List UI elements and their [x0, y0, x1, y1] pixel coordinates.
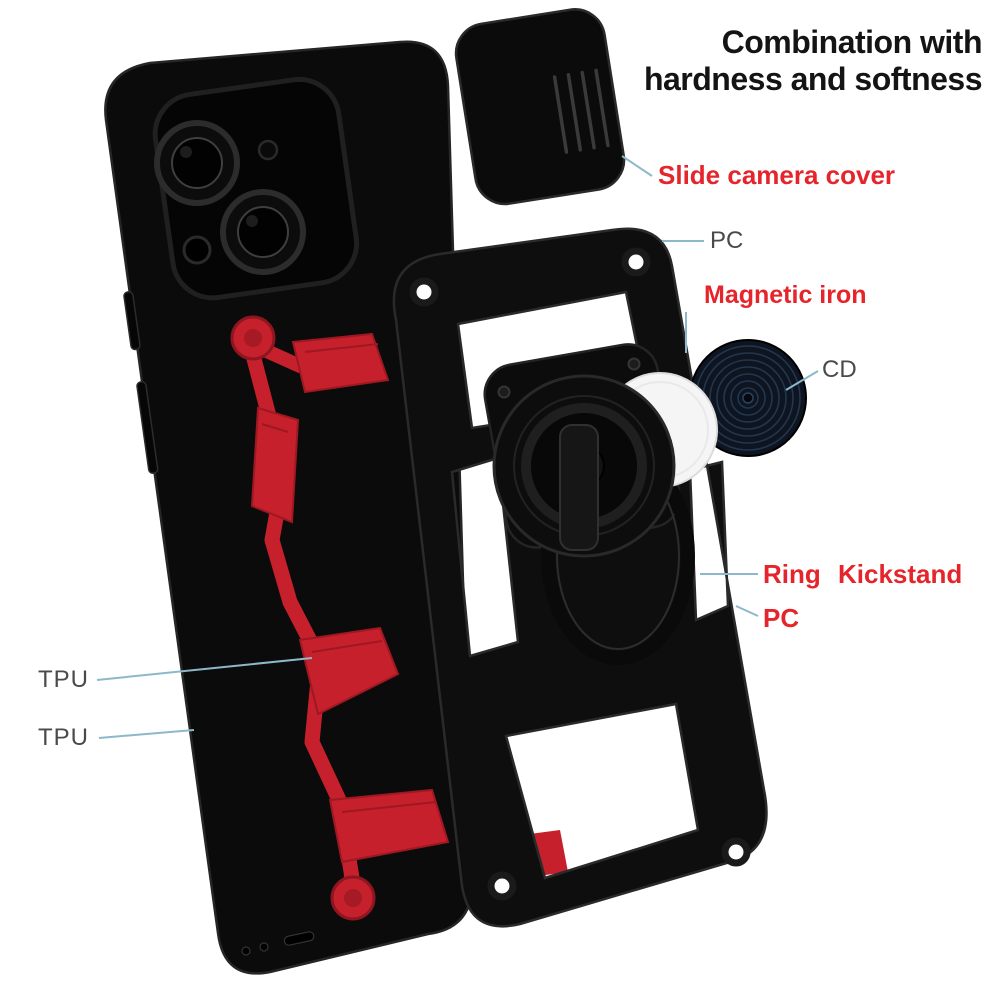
- camera-flash-dot: [257, 139, 279, 161]
- page-title: Combination with hardness and softness: [540, 24, 983, 98]
- cover-grip-grooves: [552, 68, 610, 154]
- leader-cd: [785, 370, 819, 391]
- title-line-1: Combination with: [721, 24, 983, 60]
- camera-module: [152, 76, 360, 301]
- camera-sensor-dot: [182, 235, 212, 265]
- leader-slide-camera-cover: [621, 155, 653, 177]
- phone-case: [104, 40, 568, 975]
- leader-pc-bottom: [735, 605, 759, 617]
- label-tpu-bottom: TPU: [38, 724, 89, 751]
- screw-hole-bottom-right: [721, 837, 751, 867]
- label-slide-camera-cover: Slide camera cover: [658, 160, 896, 190]
- leader-tpu-top: [96, 657, 313, 681]
- red-skeleton: [230, 276, 568, 921]
- label-pc-top: PC: [710, 227, 744, 254]
- camera-lens-1: [154, 120, 240, 206]
- slide-camera-cover: [454, 8, 626, 206]
- leader-lines: [96, 155, 819, 739]
- power-button: [136, 381, 159, 474]
- volume-button: [123, 291, 141, 351]
- leader-tpu-bottom: [98, 729, 195, 739]
- label-ring-kickstand: Ring Kickstand: [763, 559, 963, 589]
- camera-lens-2: [220, 189, 306, 275]
- screw-hole-top-left: [409, 277, 439, 307]
- bottom-port-holes: [241, 931, 315, 956]
- ring-hinge: [559, 424, 599, 551]
- label-tpu-top: TPU: [38, 666, 89, 693]
- screw-hole-top-right: [621, 247, 651, 277]
- ring-base-disc: [492, 374, 676, 558]
- label-pc-bottom: PC: [763, 603, 800, 633]
- frame-screw-holes: [409, 247, 751, 901]
- screw-hole-bottom-left: [487, 871, 517, 901]
- label-cd: CD: [822, 356, 857, 383]
- label-magnetic-iron: Magnetic iron: [704, 281, 867, 309]
- title-line-2: hardness and softness: [643, 60, 983, 97]
- cd-disc: [689, 339, 807, 457]
